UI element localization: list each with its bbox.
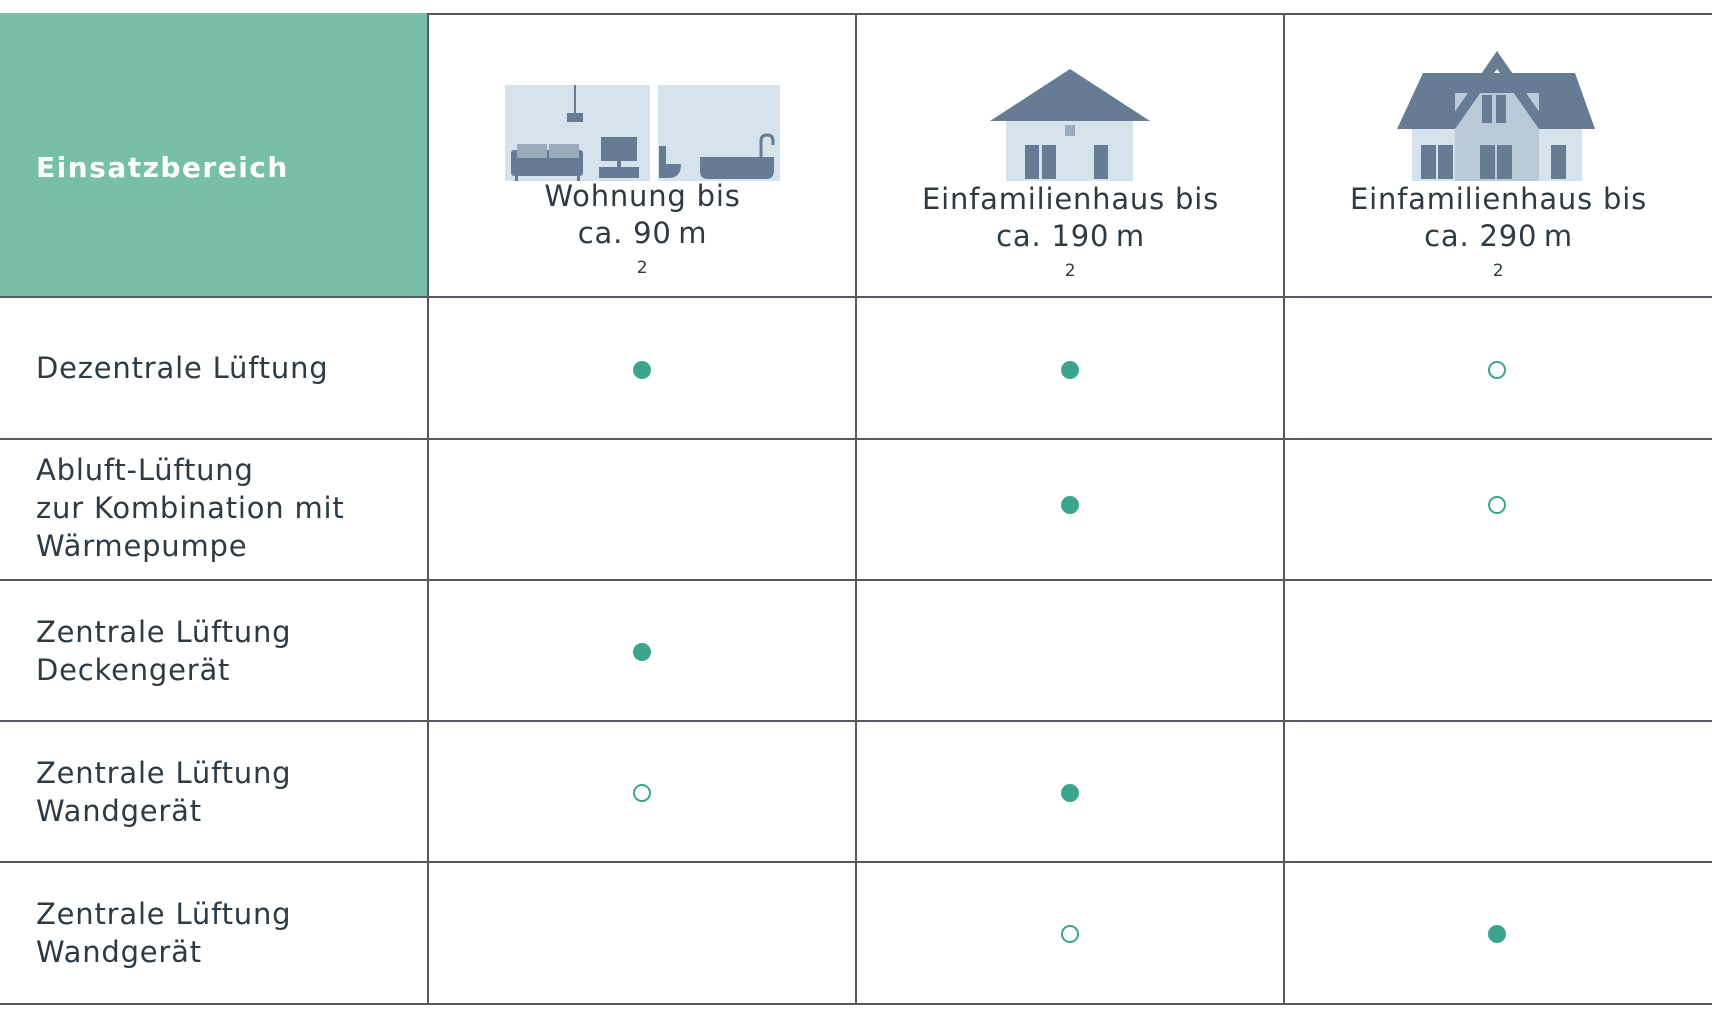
superscript: 2 <box>1064 261 1077 281</box>
row-label-line: Zentrale Lüftung <box>36 756 292 790</box>
column-label: Einfamilienhaus bis ca. 190 m 2 <box>857 181 1284 292</box>
row-label-line: Deckengerät <box>36 653 231 687</box>
row-label-line: Zentrale Lüftung <box>36 897 292 931</box>
filled-circle-mark <box>633 643 651 661</box>
filled-circle-mark <box>1061 496 1079 514</box>
column-header-house-large: Einfamilienhaus bis ca. 290 m 2 <box>1285 13 1712 297</box>
row-label: Zentrale Lüftung Wandgerät <box>36 754 291 830</box>
column-label-line2: ca. 290 m <box>1424 219 1573 253</box>
column-label-line2: ca. 90 m <box>577 216 708 250</box>
table-divider <box>427 13 429 1005</box>
column-header-apartment: Wohnung bis ca. 90 m 2 <box>429 13 856 297</box>
column-label-line1: Einfamilienhaus bis <box>921 182 1219 216</box>
single-family-house-small-icon <box>990 69 1150 181</box>
filled-circle-mark <box>1061 361 1079 379</box>
table-border <box>428 13 1712 15</box>
hollow-circle-mark <box>1488 361 1506 379</box>
column-label-line1: Einfamilienhaus bis <box>1349 182 1647 216</box>
hollow-circle-mark <box>633 784 651 802</box>
table-divider <box>1283 13 1285 1005</box>
table-title: Einsatzbereich <box>36 151 289 184</box>
row-label-line: Wärmepumpe <box>36 529 248 563</box>
apartment-rooms-icon <box>505 85 780 181</box>
header-cell: Einsatzbereich <box>0 13 428 297</box>
superscript: 2 <box>1492 261 1505 281</box>
column-header-house-small: Einfamilienhaus bis ca. 190 m 2 <box>857 13 1284 297</box>
table-divider <box>855 13 857 1005</box>
column-label: Wohnung bis ca. 90 m 2 <box>429 178 856 289</box>
row-label-line: Abluft-Lüftung <box>36 453 254 487</box>
row-label-line: Zentrale Lüftung <box>36 615 292 649</box>
filled-circle-mark <box>1488 925 1506 943</box>
single-family-house-large-icon <box>1397 51 1595 181</box>
column-label-line1: Wohnung bis <box>544 179 741 213</box>
column-label: Einfamilienhaus bis ca. 290 m 2 <box>1285 181 1712 292</box>
row-label-line: zur Kombination mit <box>36 491 345 525</box>
row-label-line: Wandgerät <box>36 794 202 828</box>
row-label: Zentrale Lüftung Wandgerät <box>36 895 291 971</box>
row-label: Dezentrale Lüftung <box>36 349 328 387</box>
row-label-line: Dezentrale Lüftung <box>36 351 329 385</box>
column-label-line2: ca. 190 m <box>996 219 1145 253</box>
filled-circle-mark <box>1061 784 1079 802</box>
row-label: Zentrale Lüftung Deckengerät <box>36 613 291 689</box>
hollow-circle-mark <box>1488 496 1506 514</box>
row-label: Abluft-Lüftung zur Kombination mit Wärme… <box>36 451 345 565</box>
superscript: 2 <box>636 258 649 278</box>
hollow-circle-mark <box>1061 925 1079 943</box>
filled-circle-mark <box>633 361 651 379</box>
row-label-line: Wandgerät <box>36 935 202 969</box>
